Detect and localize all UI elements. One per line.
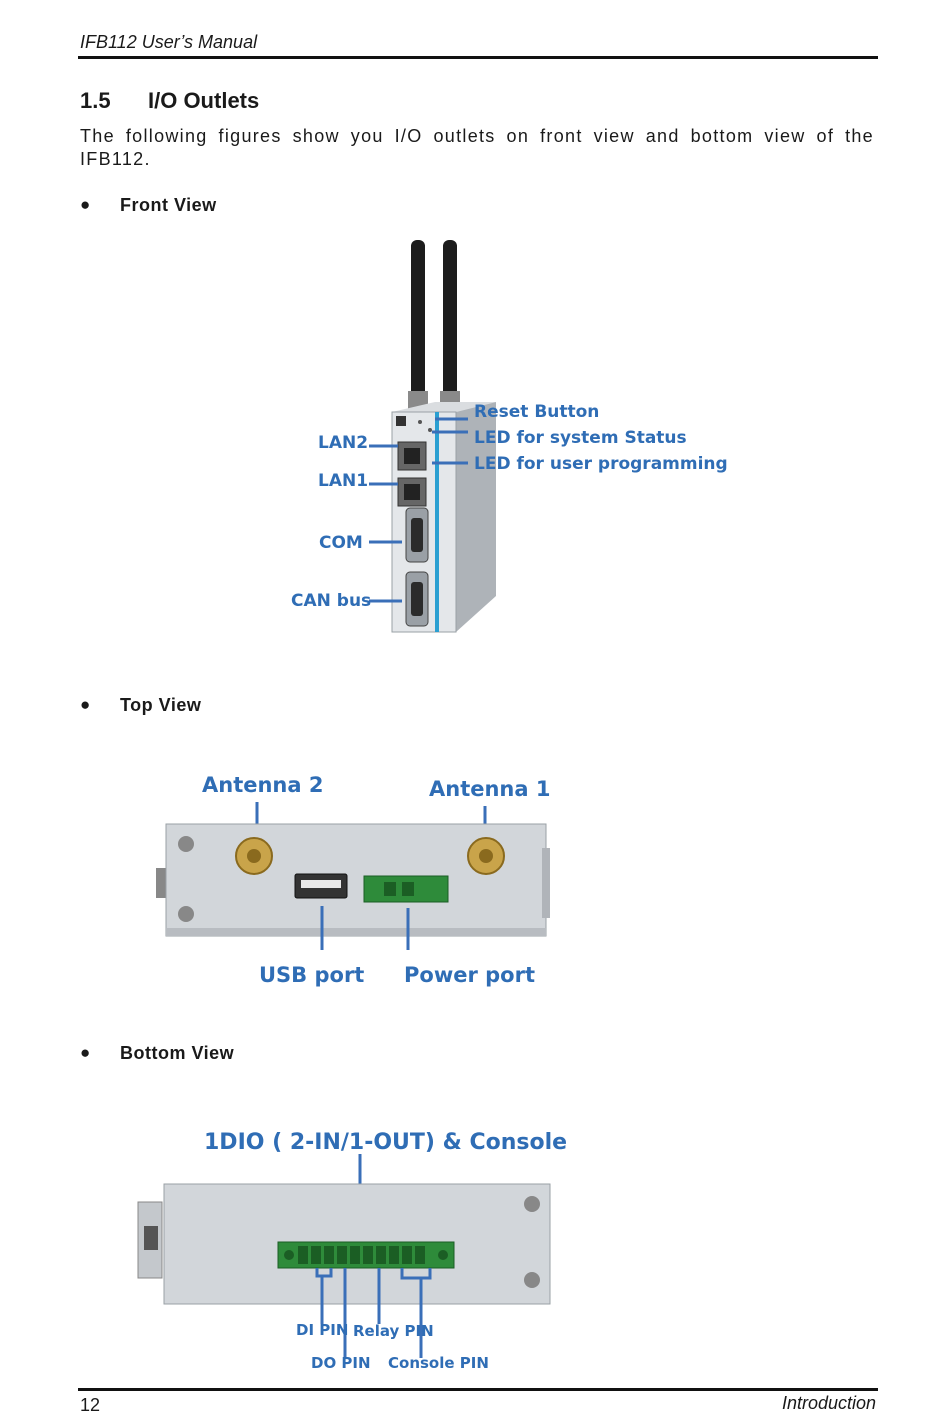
reset-button-label: Reset Button bbox=[474, 402, 599, 422]
dio-console-title: 1DIO ( 2-IN/1-OUT) & Console bbox=[204, 1130, 567, 1155]
lan2-label: LAN2 bbox=[318, 433, 368, 453]
led-status-label: LED for system Status bbox=[474, 428, 687, 448]
console-pin-label: Console PIN bbox=[388, 1354, 489, 1372]
bullet-icon: ● bbox=[80, 1043, 91, 1062]
footer-rule bbox=[78, 1388, 878, 1391]
top-view-figure: Antenna 2 Antenna 1 USB port Power port bbox=[156, 773, 550, 987]
can-bus-label: CAN bus bbox=[291, 591, 371, 611]
bottom-view-figure: 1DIO ( 2-IN/1-OUT) & Console DI PIN Rela… bbox=[137, 1130, 567, 1372]
antenna-2-icon bbox=[411, 240, 425, 400]
top-view-heading: Top View bbox=[120, 695, 202, 715]
header-rule bbox=[78, 56, 878, 59]
front-view-figure: LAN2 LAN1 COM CAN bus Reset Button LED f… bbox=[291, 240, 728, 633]
led-user-label: LED for user programming bbox=[474, 454, 728, 474]
antenna-1-icon bbox=[443, 240, 457, 400]
power-port-label: Power port bbox=[404, 963, 535, 987]
intro-paragraph: The following figures show you I/O outle… bbox=[80, 126, 874, 169]
section-number: 1.5 bbox=[80, 88, 111, 113]
front-view-heading: Front View bbox=[120, 195, 217, 215]
relay-pin-label: Relay PIN bbox=[353, 1322, 434, 1340]
com-label: COM bbox=[319, 533, 363, 553]
section-title: I/O Outlets bbox=[148, 88, 260, 113]
do-pin-label: DO PIN bbox=[311, 1354, 371, 1372]
page-number: 12 bbox=[80, 1395, 101, 1415]
bullet-icon: ● bbox=[80, 695, 91, 714]
lan1-label: LAN1 bbox=[318, 471, 368, 491]
bullet-icon: ● bbox=[80, 195, 91, 214]
di-pin-label: DI PIN bbox=[296, 1321, 348, 1339]
bottom-view-heading: Bottom View bbox=[120, 1043, 235, 1063]
header-title: IFB112 User’s Manual bbox=[80, 32, 258, 52]
usb-port-label: USB port bbox=[259, 963, 364, 987]
antenna-2-label: Antenna 2 bbox=[202, 773, 323, 797]
antenna-1-label: Antenna 1 bbox=[429, 777, 550, 801]
footer-section: Introduction bbox=[781, 1393, 876, 1413]
